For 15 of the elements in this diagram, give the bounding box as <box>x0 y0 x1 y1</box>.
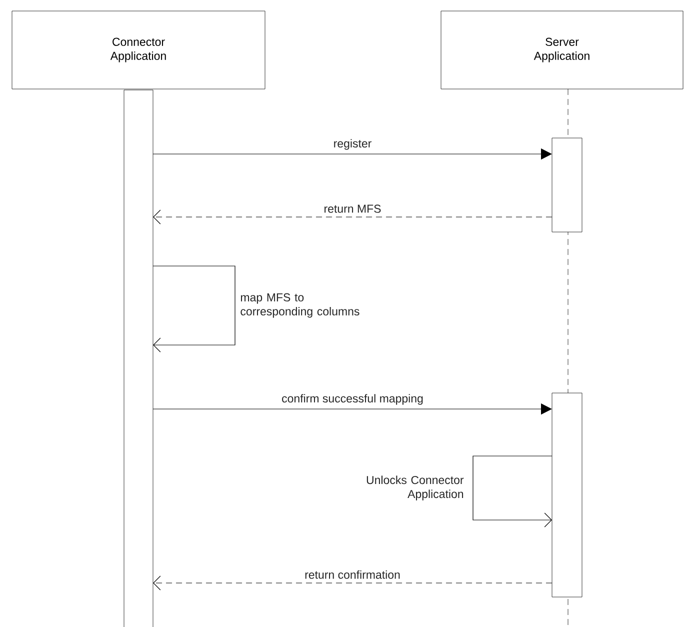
edge-label: return confirmation <box>305 570 400 579</box>
edge-label: map MFS to corresponding columns <box>240 293 360 318</box>
activation-bar <box>552 138 582 232</box>
edge-label: register <box>334 139 372 150</box>
edge-label: return MFS <box>324 204 381 213</box>
message-arrow <box>152 266 236 352</box>
activation-bar <box>552 392 582 598</box>
message-arrow <box>153 210 552 224</box>
participant-box: Connector Application <box>12 10 266 90</box>
message-arrow <box>472 456 552 528</box>
edge-label: Unlocks Connector Application <box>366 476 464 500</box>
activation-bar <box>124 90 154 627</box>
edge-label: confirm successful mapping <box>282 394 423 405</box>
message-arrow <box>153 576 552 590</box>
participant-box: Server Application <box>440 10 684 90</box>
